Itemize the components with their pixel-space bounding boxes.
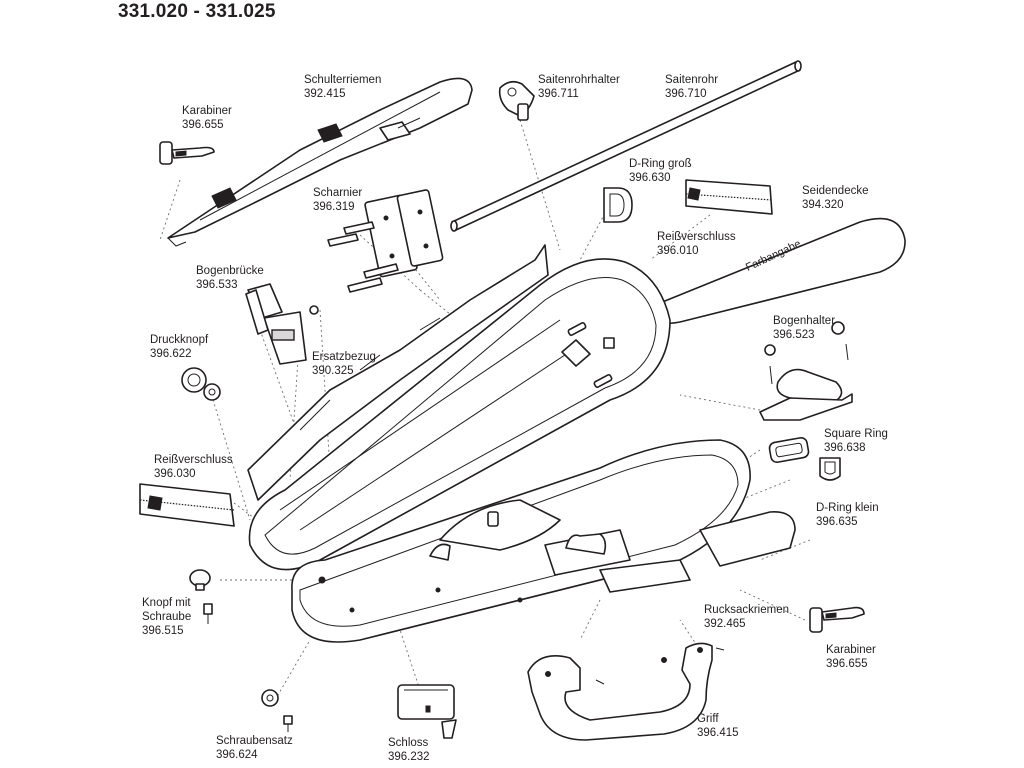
griff-handle — [527, 642, 725, 741]
knopf-mit-schraube-icon — [189, 569, 213, 624]
violin-case-body — [248, 258, 796, 643]
bogenhalter-icon — [759, 321, 853, 421]
diagram-title: 331.020 - 331.025 — [118, 1, 276, 22]
karabiner-top-icon — [159, 141, 215, 165]
schulterriemen-strap — [167, 77, 473, 247]
reissverschluss-top-icon — [685, 179, 773, 215]
schloss-lock — [397, 684, 457, 739]
saitenrohrhalter-icon — [498, 80, 535, 121]
bogenbruecke-icon — [245, 283, 319, 365]
reissverschluss-left-icon — [139, 483, 235, 527]
square-ring-icon — [768, 437, 810, 463]
d-ring-klein-icon — [819, 457, 841, 481]
druckknopf-icon — [181, 367, 221, 401]
ersatzbezug-panel — [247, 244, 549, 501]
saitenrohr-tube — [450, 60, 802, 232]
d-ring-gross-icon — [603, 187, 633, 223]
karabiner-bottom-icon — [809, 606, 865, 633]
schraubensatz-icon — [261, 689, 293, 732]
scharnier-hinge — [327, 189, 444, 293]
